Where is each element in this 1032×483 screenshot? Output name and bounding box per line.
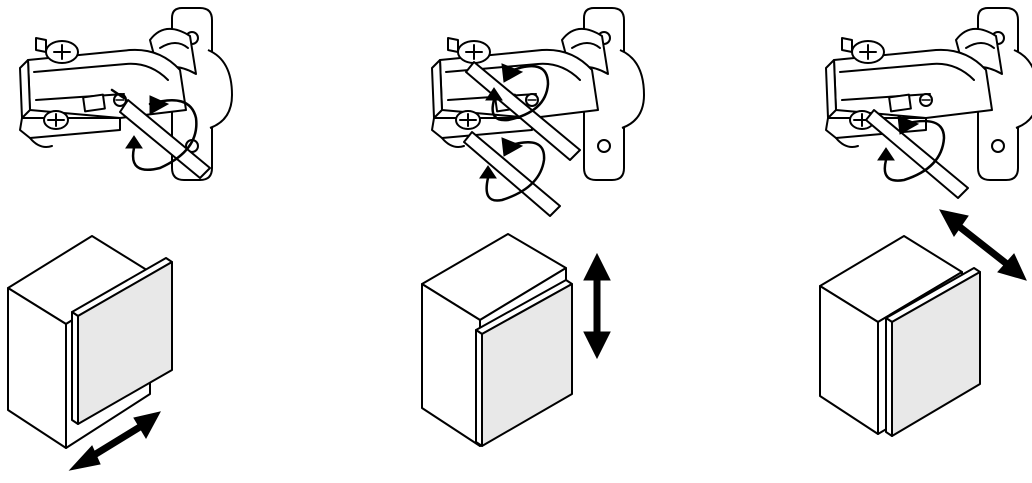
screwdriver-icon: [463, 131, 561, 217]
hinge-icon: [825, 7, 1032, 181]
rotate-arrow-icon: [491, 64, 550, 122]
rotate-arrow-icon: [485, 141, 546, 202]
rotate-arrow-icon: [883, 119, 946, 182]
door-icon: [891, 271, 981, 437]
door-icon: [77, 261, 173, 425]
door-icon: [481, 283, 573, 447]
cabinet-icon: [819, 235, 981, 437]
side-to-side-arrow-icon: [68, 411, 161, 471]
cabinet-icon: [7, 235, 173, 449]
screwdriver-icon: [119, 99, 211, 179]
cabinet-icon: [421, 233, 573, 447]
in-out-arrow-icon: [939, 209, 1027, 281]
panel-height-adjustment: [421, 7, 645, 447]
panel-depth-adjustment: [819, 7, 1032, 437]
panel-side-adjustment: [7, 7, 233, 471]
screwdriver-icon: [865, 109, 969, 199]
hinge-icon: [431, 7, 645, 181]
rotate-arrow-icon: [131, 99, 198, 171]
up-down-arrow-icon: [583, 252, 611, 360]
hinge-icon: [19, 7, 233, 181]
screwdriver-icon: [465, 61, 581, 161]
